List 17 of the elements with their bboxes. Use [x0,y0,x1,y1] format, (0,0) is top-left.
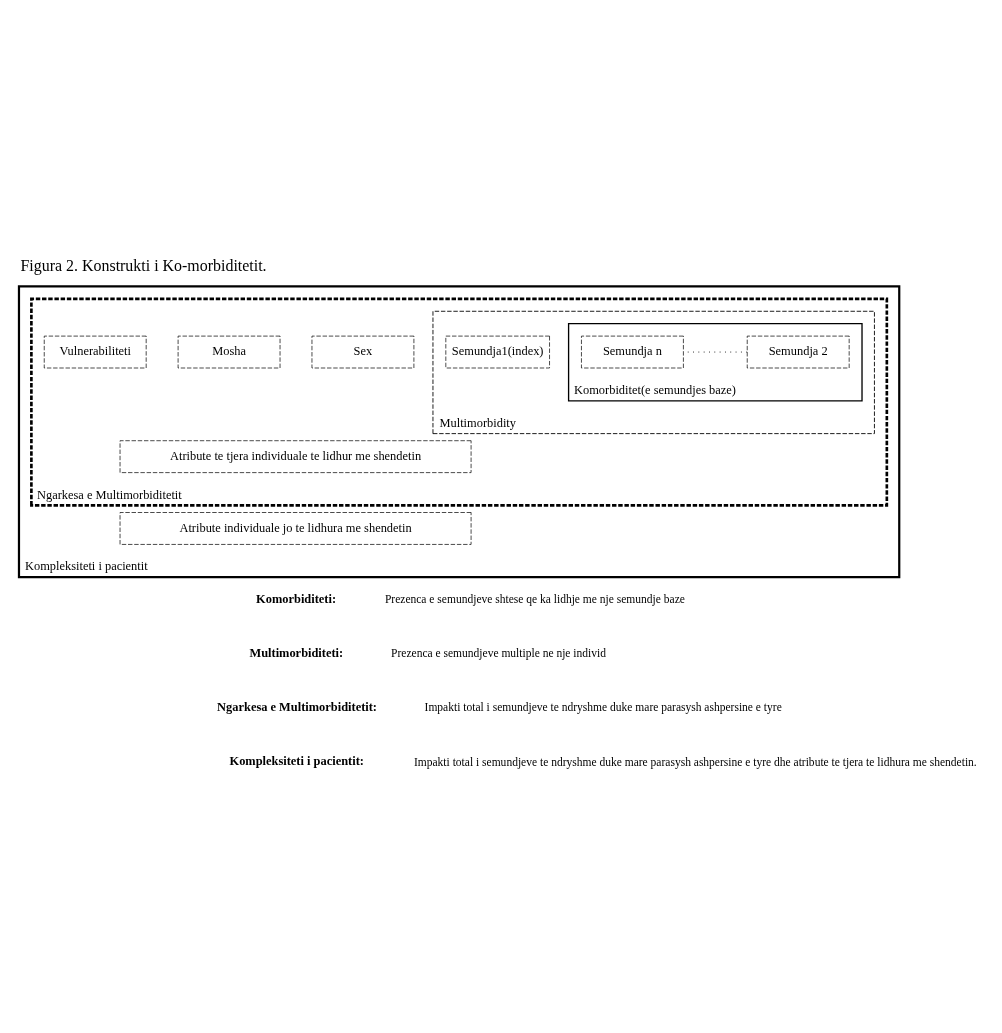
node-box: Vulnerabiliteti [43,335,147,369]
node-box: Atribute te tjera individuale te lidhur me shendetin [119,440,472,473]
label: Impakti total i semundjeve te ndryshme duke mare parasysh ashpersine e tyre [424,701,782,714]
diagram-title: Figura 2. Konstrukti i Ko-morbiditetit. [20,256,267,274]
label: Ngarkesa e Multimorbiditetit: [217,699,377,714]
node-box: Sex [311,335,415,369]
label: Kompleksiteti i pacientit: [229,753,364,768]
label: Multimorbiditeti: [249,645,344,660]
node-box: Semundja 2 [746,335,850,369]
node-box: Atribute individuale jo te lidhura me shendetin [119,512,472,545]
node-box: Mosha [177,335,281,369]
node-box: Semundja n [581,335,684,369]
label: Prezenca e semundjeve multiple ne nje individ [391,647,607,660]
label: Komorbiditeti: [256,591,337,606]
label: Impakti total i semundjeve te ndryshme duke mare parasysh ashpersine e tyre dhe atribute te tjera te lidhura me shendetin. [413,755,977,768]
label: Prezenca e semundjeve shtese qe ka lidhje me nje semundje baze [384,593,685,606]
node-box: Semundja1(index) [445,335,550,369]
